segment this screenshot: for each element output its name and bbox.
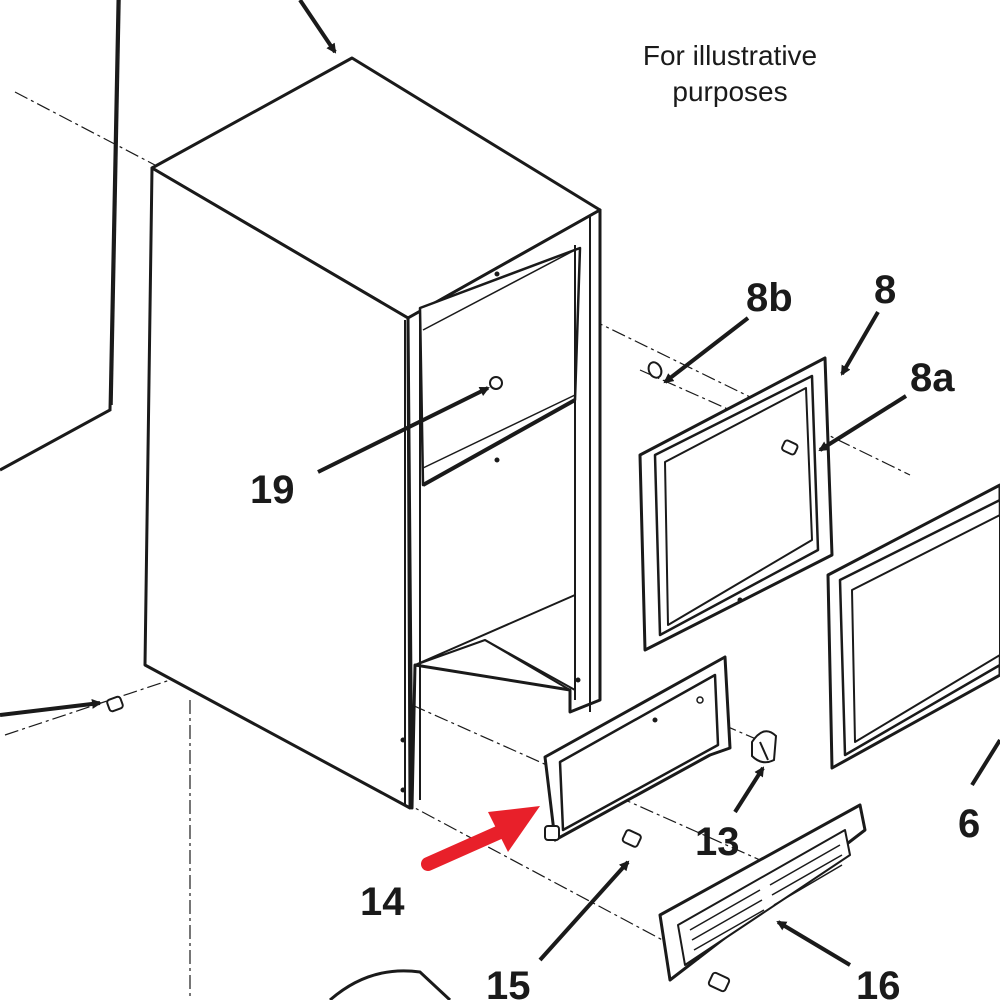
bottom-partial-part bbox=[329, 969, 452, 1002]
screw-8a bbox=[781, 439, 799, 456]
callout-15: 15 bbox=[486, 964, 531, 1008]
highlight-arrow-14 bbox=[421, 806, 540, 871]
screw-left bbox=[106, 695, 124, 713]
callout-16: 16 bbox=[856, 964, 901, 1008]
door-frame-8 bbox=[638, 356, 834, 652]
screw-19 bbox=[489, 376, 503, 390]
hinge-13 bbox=[751, 730, 778, 764]
callout-19: 19 bbox=[250, 468, 295, 512]
callout-8: 8 bbox=[874, 268, 897, 312]
illustrative-note: For illustrative purposes bbox=[600, 38, 860, 110]
callout-6: 6 bbox=[958, 802, 981, 846]
kick-plate-14 bbox=[543, 655, 732, 842]
screw-15 bbox=[621, 829, 642, 848]
callout-8a: 8a bbox=[910, 356, 955, 400]
callout-14: 14 bbox=[360, 880, 405, 924]
callout-13: 13 bbox=[695, 820, 740, 864]
side-panel bbox=[0, 0, 121, 472]
leader-arrows bbox=[0, 0, 1000, 967]
door-6 bbox=[826, 483, 1000, 770]
callout-8b: 8b bbox=[746, 276, 793, 320]
note-line-2: purposes bbox=[672, 76, 788, 107]
note-line-1: For illustrative bbox=[642, 40, 818, 71]
plug-8b bbox=[647, 361, 663, 379]
grille-16 bbox=[658, 803, 867, 993]
cabinet bbox=[143, 56, 602, 810]
